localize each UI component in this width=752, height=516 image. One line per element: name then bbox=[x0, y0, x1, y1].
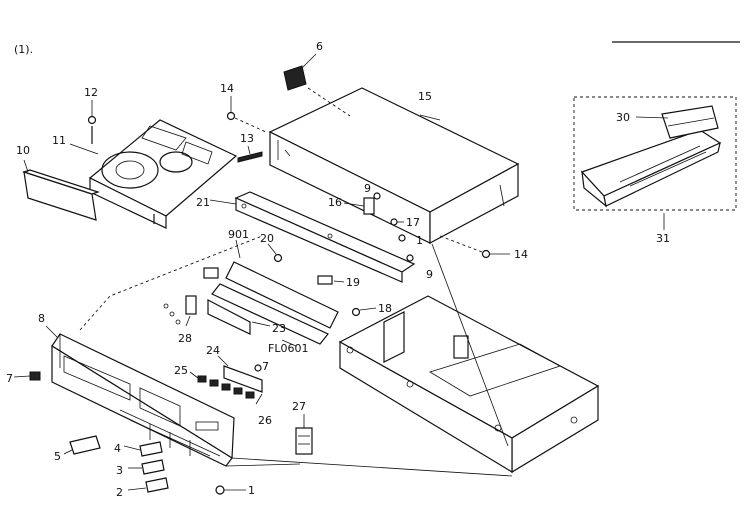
part-19 bbox=[317, 275, 333, 285]
callout-7-left: 7 bbox=[6, 372, 13, 385]
mechanism-flywheel bbox=[101, 151, 159, 189]
callout-9-bottom: 9 bbox=[426, 268, 433, 281]
callout-20: 20 bbox=[260, 232, 274, 245]
callout-9-top: 9 bbox=[364, 182, 371, 195]
part-7-right bbox=[254, 364, 262, 372]
screw-1-rear bbox=[398, 234, 406, 242]
callout-5: 5 bbox=[54, 450, 61, 463]
display-fl bbox=[211, 283, 329, 345]
callout-28: 28 bbox=[178, 332, 192, 345]
callout-26: 26 bbox=[258, 414, 272, 427]
label-sticker bbox=[283, 53, 351, 117]
top-cover-side bbox=[429, 162, 519, 245]
part-24 bbox=[223, 365, 263, 393]
callout-13: 13 bbox=[240, 132, 254, 145]
part-17 bbox=[390, 218, 398, 226]
chassis-bracket bbox=[383, 311, 405, 363]
callout-17: 17 bbox=[406, 216, 420, 229]
callout-15: 15 bbox=[418, 90, 432, 103]
part-7-left bbox=[13, 371, 41, 381]
plate-13 bbox=[237, 151, 263, 163]
screw-20 bbox=[273, 253, 283, 263]
callout-FL0601: FL0601 bbox=[268, 342, 308, 355]
callout-901: 901 bbox=[228, 228, 249, 241]
callout-1-rear: 1 bbox=[416, 234, 423, 247]
cassette-mechanism bbox=[22, 100, 238, 229]
callout-27: 27 bbox=[292, 400, 306, 413]
part-16 bbox=[363, 197, 375, 215]
control-knob bbox=[195, 421, 219, 431]
display-window bbox=[139, 387, 181, 427]
display-board bbox=[203, 239, 377, 347]
callout-24: 24 bbox=[206, 344, 220, 357]
callout-3: 3 bbox=[116, 464, 123, 477]
callout-12: 12 bbox=[84, 86, 98, 99]
callout-23: 23 bbox=[272, 322, 286, 335]
callout-6: 6 bbox=[316, 40, 323, 53]
screw-9-bottom bbox=[406, 254, 414, 262]
callout-8: 8 bbox=[38, 312, 45, 325]
board-901 bbox=[225, 261, 339, 329]
part-27 bbox=[295, 414, 313, 455]
callout-1-bottom: 1 bbox=[248, 484, 255, 497]
callout-4: 4 bbox=[114, 442, 121, 455]
part-28 bbox=[163, 295, 197, 327]
display-lens-23 bbox=[207, 299, 251, 335]
button-assembly bbox=[189, 355, 263, 405]
part-4 bbox=[123, 441, 163, 457]
callout-10: 10 bbox=[16, 144, 30, 157]
screw-14-right bbox=[481, 249, 491, 259]
side-plate-13 bbox=[237, 145, 263, 163]
callout-7-right: 7 bbox=[262, 360, 269, 373]
screw-1-bottom bbox=[215, 485, 246, 495]
top-cover bbox=[268, 87, 520, 245]
remote-control-detail bbox=[573, 96, 737, 230]
remote-body bbox=[580, 129, 722, 197]
callout-16: 16 bbox=[328, 196, 342, 209]
mechanism-reel bbox=[159, 151, 193, 173]
screw-18 bbox=[351, 307, 361, 317]
part-901-clip bbox=[203, 267, 219, 279]
front-bracket-21 bbox=[209, 191, 416, 283]
callout-25: 25 bbox=[174, 364, 188, 377]
transformer bbox=[453, 335, 469, 359]
chassis-front-wall bbox=[339, 340, 513, 474]
part-5 bbox=[63, 435, 101, 455]
callout-14-top: 14 bbox=[220, 82, 234, 95]
figure-ref: (1). bbox=[14, 43, 33, 56]
part-2 bbox=[127, 477, 169, 493]
screw-9-top bbox=[373, 192, 381, 200]
rear-small-parts bbox=[343, 192, 510, 447]
callout-18: 18 bbox=[378, 302, 392, 315]
callout-21: 21 bbox=[196, 196, 210, 209]
callout-11: 11 bbox=[52, 134, 66, 147]
sticker-6 bbox=[283, 65, 307, 91]
chassis-base bbox=[338, 295, 600, 474]
screw-14-top bbox=[226, 96, 267, 133]
callout-2: 2 bbox=[116, 486, 123, 499]
callout-labels: 6 15 14 12 11 10 13 21 9 16 17 1 9 14 30… bbox=[6, 40, 670, 499]
callout-19: 19 bbox=[346, 276, 360, 289]
detail-frame bbox=[573, 96, 737, 211]
callout-30: 30 bbox=[616, 111, 630, 124]
front-panel bbox=[45, 235, 513, 477]
tape-window bbox=[63, 355, 131, 401]
callout-31: 31 bbox=[656, 232, 670, 245]
callout-14-right: 14 bbox=[514, 248, 528, 261]
part-3 bbox=[128, 459, 165, 475]
